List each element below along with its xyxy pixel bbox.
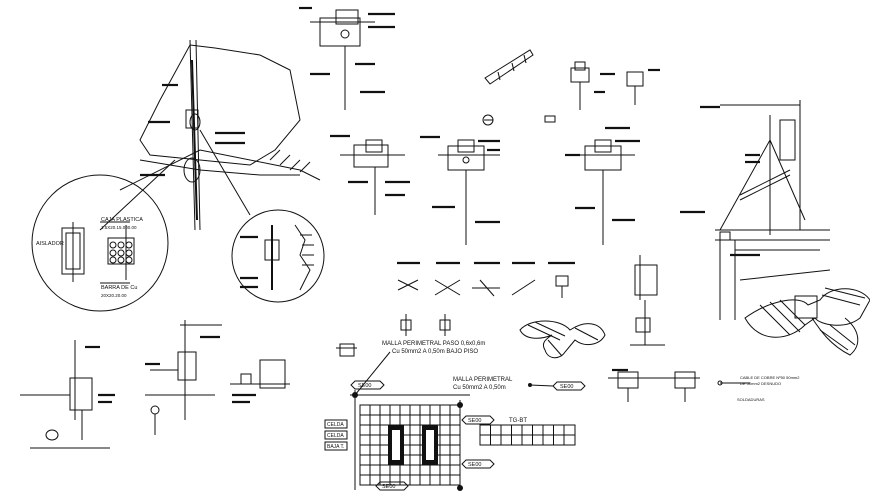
malla-perimetral-line2: Cu 50mm2 A 0,50m	[453, 385, 506, 391]
terminal-details	[570, 61, 660, 110]
detail-circle-caja: CAJA PLASTICA 1.5X20.15.000.00 AISLADOR …	[31, 174, 169, 312]
malla-paso-line2: Cu 50mm2 A 0,50m BAJO PISO	[392, 349, 478, 355]
se00-tag-a: SE00	[350, 380, 385, 390]
se00-tag-b: SE00	[552, 381, 586, 391]
pole-ground-detail-bl-1	[20, 340, 115, 449]
detail-circle-connector	[231, 209, 325, 303]
ground-pit-detail-3	[565, 126, 640, 245]
ground-grid-mesh: CELDA CELDA BAJA T.	[324, 351, 470, 491]
se00-tag-c: SE00	[461, 415, 495, 425]
post-detail	[630, 255, 665, 346]
svg-text:SE00: SE00	[560, 384, 573, 390]
cable-splice-right	[744, 287, 870, 356]
tgbt-panel-grid: TG-BT	[479, 418, 576, 446]
barra-label-1: BARRA DE Cu	[101, 285, 137, 291]
svg-text:SE00: SE00	[358, 383, 371, 389]
svg-text:SE00: SE00	[468, 462, 481, 468]
site-plan-outline	[99, 39, 321, 231]
aislador-label: AISLADOR	[36, 241, 64, 247]
se00-tag-e: SE00	[375, 481, 409, 491]
tgbt-label: TG-BT	[509, 418, 527, 424]
pole-ground-detail-bl-2	[145, 320, 222, 435]
svg-text:SE00: SE00	[382, 484, 395, 490]
side-box-2: CELDA	[327, 433, 344, 439]
cable-note-1: CABLE DE COBRE Nº50 50mm2	[740, 375, 800, 380]
svg-text:SE00: SE00	[468, 418, 481, 424]
small-pit-center	[336, 343, 357, 357]
se00-tags: SE00 SE00 SE00 SE00 SE00	[350, 380, 586, 491]
side-box-1: CELDA	[327, 422, 344, 428]
barra-label-2: 20X20.20.00	[101, 293, 127, 298]
tower-structure	[680, 100, 831, 320]
cable-splice-center	[519, 320, 606, 359]
diagonal-rail	[482, 49, 556, 126]
clamp-details-row	[397, 261, 575, 336]
ground-pit-detail-2	[420, 135, 500, 245]
ground-pit-detail-1	[330, 134, 410, 215]
cable-note-2: DE 50mm2 DESNUDO	[740, 381, 781, 386]
ground-pit-detail-top	[299, 6, 395, 110]
malla-paso-line1: MALLA PERIMETRAL PASO 0,6x0,6m	[382, 341, 485, 347]
side-box-3: BAJA T.	[327, 444, 344, 450]
cable-note-3: SOLDADURAS	[737, 397, 765, 402]
se00-tag-d: SE00	[461, 459, 495, 469]
caja-label-1: CAJA PLASTICA	[101, 217, 143, 223]
malla-perimetral-line1: MALLA PERIMETRAL	[453, 377, 513, 383]
caja-label-2: 1.5X20.15.000.00	[101, 225, 137, 230]
ground-pit-detail-lower-right	[608, 368, 750, 402]
grounding-box-bl	[230, 359, 290, 404]
